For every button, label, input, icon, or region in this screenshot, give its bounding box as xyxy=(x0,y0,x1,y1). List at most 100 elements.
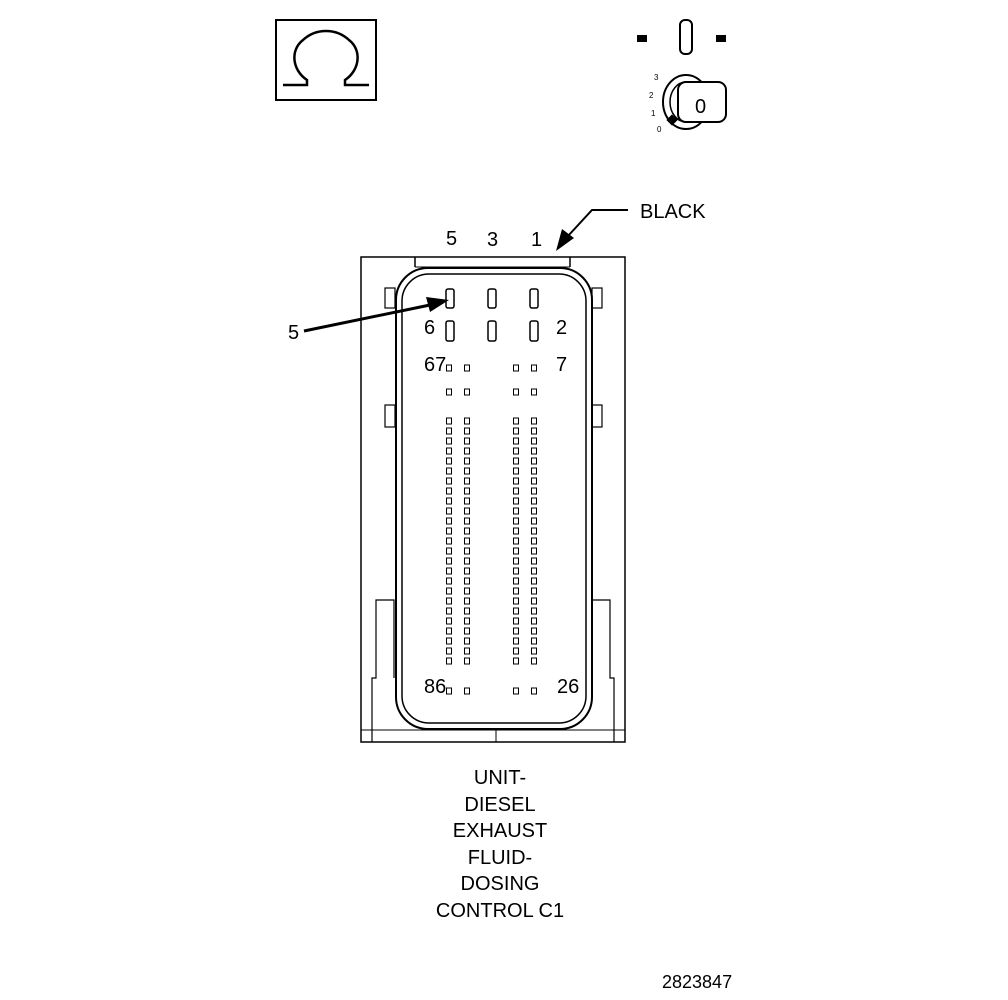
title-line: CONTROL C1 xyxy=(435,899,565,922)
small-cavity xyxy=(464,577,470,585)
small-cavity xyxy=(531,517,537,525)
small-cavity xyxy=(464,657,470,665)
small-cavity xyxy=(446,647,452,655)
top-cavity-label-5: 5 xyxy=(446,228,458,250)
small-cavity xyxy=(513,487,519,495)
small-cavity xyxy=(513,597,519,605)
small-cavity xyxy=(446,587,452,595)
small-cavity xyxy=(531,477,537,485)
small-cavity xyxy=(464,457,470,465)
small-cavity xyxy=(513,637,519,645)
small-cavity xyxy=(446,567,452,575)
small-cavity xyxy=(446,497,452,505)
small-cavity xyxy=(531,577,537,585)
small-cavity xyxy=(446,527,452,535)
small-cavity xyxy=(464,557,470,565)
small-cavity xyxy=(464,507,470,515)
ignition-position-0: 0 xyxy=(657,125,662,134)
small-cavity xyxy=(464,647,470,655)
small-cavity xyxy=(513,417,519,425)
ignition-position-2: 2 xyxy=(649,91,654,100)
small-cavity xyxy=(464,597,470,605)
small-cavity xyxy=(464,687,470,695)
small-cavity xyxy=(446,417,452,425)
small-cavity xyxy=(446,427,452,435)
small-cavity xyxy=(446,447,452,455)
small-cavity xyxy=(513,477,519,485)
connector-housing xyxy=(360,256,626,743)
small-cavity xyxy=(531,457,537,465)
small-cavity xyxy=(513,517,519,525)
small-cavity xyxy=(446,457,452,465)
small-cavity xyxy=(513,364,519,372)
small-cavity xyxy=(531,557,537,565)
ignition-position-3: 3 xyxy=(654,73,659,82)
small-cavity xyxy=(513,617,519,625)
ignition-switch-icon xyxy=(637,19,726,55)
title-line: DOSING xyxy=(460,873,540,895)
small-cavity xyxy=(513,437,519,445)
small-cavity xyxy=(513,447,519,455)
small-cavity xyxy=(464,537,470,545)
small-cavity xyxy=(531,607,537,615)
small-cavity xyxy=(464,417,470,425)
small-cavity xyxy=(531,547,537,555)
small-cavity xyxy=(531,627,537,635)
small-cavity xyxy=(513,627,519,635)
title-line: FLUID- xyxy=(467,846,533,869)
small-cavity xyxy=(464,517,470,525)
small-cavity xyxy=(446,617,452,625)
key-label: 0 xyxy=(695,96,707,118)
small-cavity xyxy=(464,637,470,645)
small-cavity xyxy=(446,437,452,445)
small-cavity xyxy=(446,577,452,585)
small-cavity xyxy=(446,507,452,515)
title-line: EXHAUST xyxy=(452,820,548,842)
small-cavity xyxy=(464,388,470,396)
small-cavity xyxy=(446,364,452,372)
small-cavity xyxy=(531,364,537,372)
small-cavity xyxy=(464,567,470,575)
small-cavity xyxy=(531,657,537,665)
title-line: UNIT- xyxy=(473,767,527,789)
small-cavity xyxy=(464,467,470,475)
small-cavity xyxy=(446,547,452,555)
small-cavity xyxy=(446,467,452,475)
small-cavity xyxy=(513,457,519,465)
small-cavity xyxy=(513,557,519,565)
small-cavity xyxy=(531,427,537,435)
large-cavities xyxy=(445,288,539,342)
figure-id: 2823847 xyxy=(662,972,733,992)
small-cavity xyxy=(446,557,452,565)
small-cavity xyxy=(446,637,452,645)
small-cavity xyxy=(464,427,470,435)
small-cavity xyxy=(464,617,470,625)
small-cavity xyxy=(513,567,519,575)
ignition-position-1: 1 xyxy=(651,109,656,118)
cavity-label-7: 7 xyxy=(556,354,568,376)
small-cavity xyxy=(464,527,470,535)
top-cavity-label-3: 3 xyxy=(487,229,499,251)
small-cavity xyxy=(531,537,537,545)
small-cavity xyxy=(513,427,519,435)
small-cavity xyxy=(513,547,519,555)
small-cavity xyxy=(531,487,537,495)
small-cavity xyxy=(531,437,537,445)
small-cavity xyxy=(531,417,537,425)
small-cavity xyxy=(531,637,537,645)
black-color-leader xyxy=(556,209,628,251)
small-cavity xyxy=(464,487,470,495)
small-cavity xyxy=(531,647,537,655)
cavity-label-6: 6 xyxy=(424,317,436,339)
small-cavity xyxy=(513,507,519,515)
small-cavity xyxy=(464,364,470,372)
small-cavity xyxy=(513,657,519,665)
omega-icon xyxy=(275,19,377,101)
small-cavity xyxy=(446,388,452,396)
small-cavities xyxy=(446,364,537,695)
small-cavity xyxy=(464,627,470,635)
small-cavity xyxy=(513,607,519,615)
top-cavity-label-1: 1 xyxy=(531,229,543,251)
small-cavity xyxy=(513,587,519,595)
small-cavity xyxy=(531,587,537,595)
